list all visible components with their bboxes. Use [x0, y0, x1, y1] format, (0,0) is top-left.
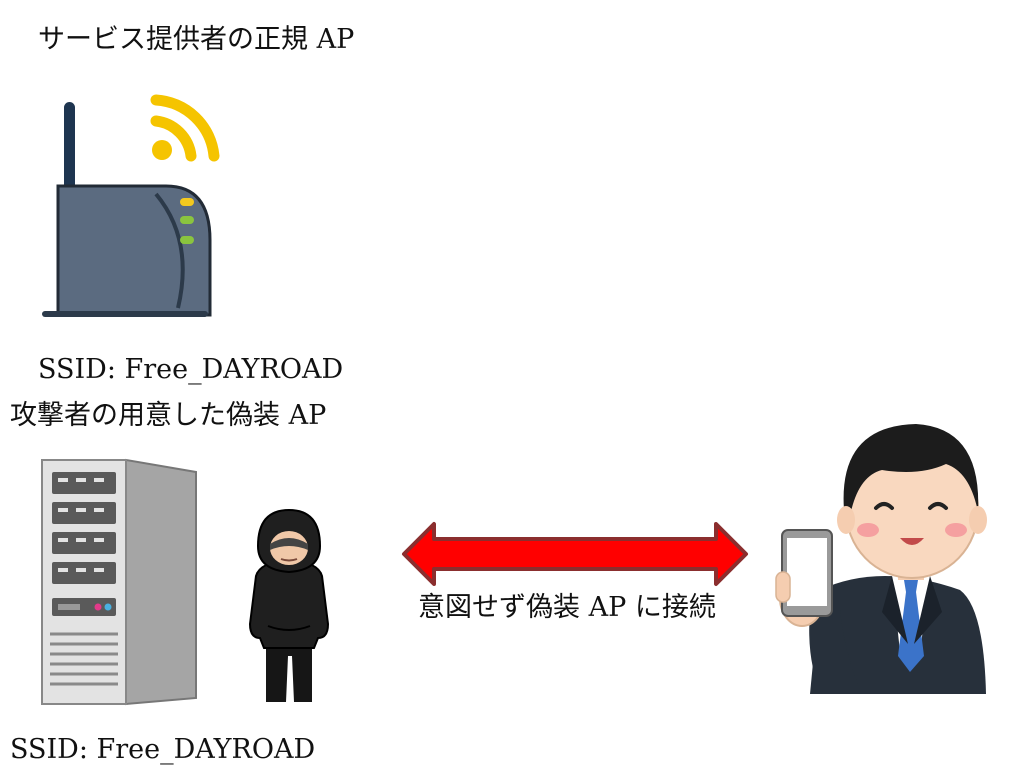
fake-ap-title: 攻撃者の用意した偽装 AP: [10, 400, 327, 431]
server-icon: [41, 458, 197, 706]
connection-label: 意図せず偽装 AP に接続: [418, 592, 716, 623]
router-icon: [42, 94, 220, 317]
attacker-icon: [248, 508, 330, 702]
wifi-signal-icon: [150, 94, 220, 162]
smartphone-icon: [781, 529, 833, 617]
legit-ap-title: サービス提供者の正規 AP: [38, 24, 355, 55]
user-with-phone-icon: [775, 424, 987, 694]
fake-ap-ssid: SSID: Free_DAYROAD: [10, 734, 316, 765]
legit-ap-ssid: SSID: Free_DAYROAD: [38, 354, 344, 385]
double-arrow-icon: [402, 522, 748, 586]
